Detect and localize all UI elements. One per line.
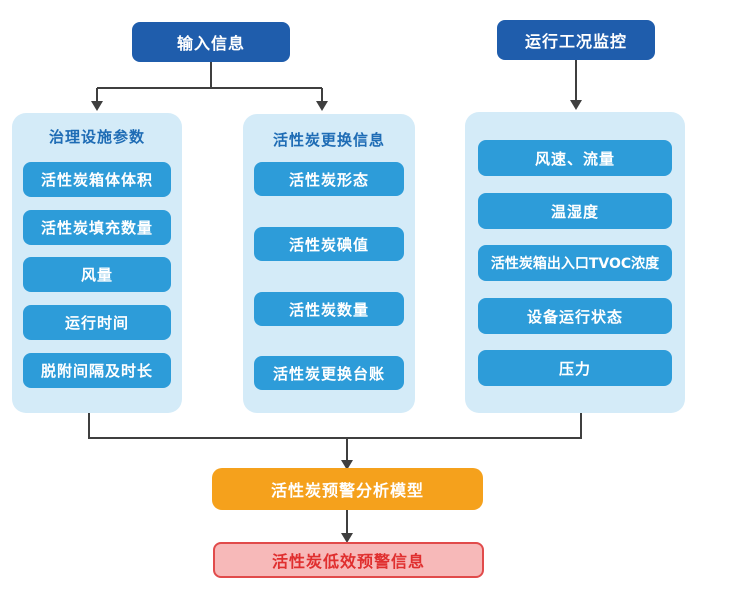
item-temp-humidity: 温湿度 xyxy=(478,193,672,229)
input-info-node: 输入信息 xyxy=(132,22,290,62)
item-carbon-fill-quantity: 活性炭填充数量 xyxy=(23,210,171,245)
item-carbon-replacement-ledger: 活性炭更换台账 xyxy=(254,356,404,390)
warning-analysis-model-node: 活性炭预警分析模型 xyxy=(212,468,483,510)
item-pressure: 压力 xyxy=(478,350,672,386)
carbon-replacement-title: 活性炭更换信息 xyxy=(272,131,385,149)
monitoring-items-panel: 风速、流量 温湿度 活性炭箱出入口TVOC浓度 设备运行状态 压力 xyxy=(465,112,685,413)
item-carbon-form: 活性炭形态 xyxy=(254,162,404,196)
item-carbon-iodine-value: 活性炭碘值 xyxy=(254,227,404,261)
low-efficiency-warning-node: 活性炭低效预警信息 xyxy=(213,542,484,578)
item-carbon-box-volume: 活性炭箱体体积 xyxy=(23,162,171,197)
item-air-volume: 风量 xyxy=(23,257,171,292)
carbon-replacement-panel: 活性炭更换信息 活性炭形态 活性炭碘值 活性炭数量 活性炭更换台账 xyxy=(243,114,415,413)
facility-params-title: 治理设施参数 xyxy=(48,128,145,146)
item-tvoc-concentration: 活性炭箱出入口TVOC浓度 xyxy=(478,245,672,281)
item-equipment-status: 设备运行状态 xyxy=(478,298,672,334)
item-wind-speed-flow: 风速、流量 xyxy=(478,140,672,176)
item-carbon-quantity: 活性炭数量 xyxy=(254,292,404,326)
item-desorption-interval: 脱附间隔及时长 xyxy=(23,353,171,388)
operating-condition-monitor-node: 运行工况监控 xyxy=(497,20,655,60)
item-operating-time: 运行时间 xyxy=(23,305,171,340)
facility-params-panel: 治理设施参数 活性炭箱体体积 活性炭填充数量 风量 运行时间 脱附间隔及时长 xyxy=(12,113,182,413)
